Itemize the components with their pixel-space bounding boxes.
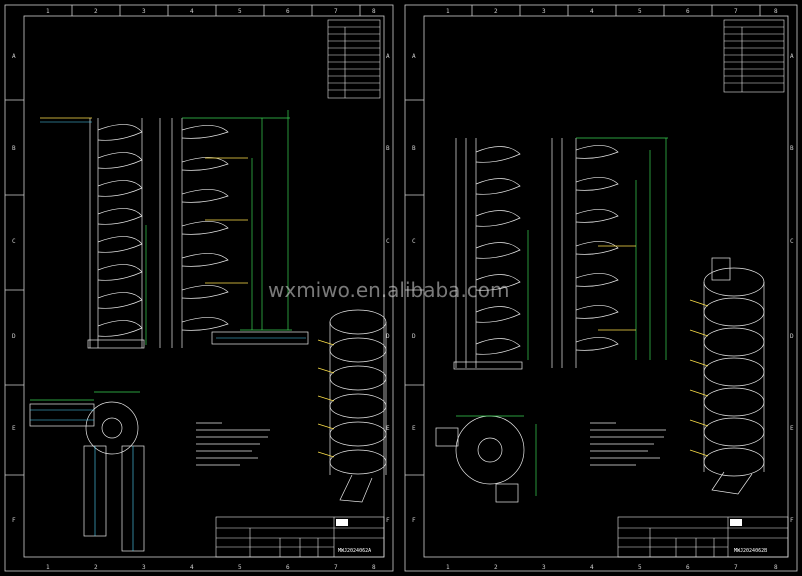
grid-col-label: 4: [590, 8, 594, 15]
grid-row-label: B: [412, 145, 416, 152]
grid-col-label: 3: [542, 8, 546, 15]
grid-row-label: F: [386, 517, 390, 524]
grid-col-label: 7: [334, 8, 338, 15]
grid-col-label: 1: [446, 564, 450, 571]
grid-row-label: D: [386, 333, 390, 340]
grid-row-label: A: [790, 53, 794, 60]
title-block-right: MWJ2024062B: [617, 516, 789, 558]
grid-col-label: 3: [142, 8, 146, 15]
revision-table: [723, 19, 785, 93]
grid-col-label: 8: [372, 564, 376, 571]
grid-col-label: 4: [590, 564, 594, 571]
grid-col-label: 3: [542, 564, 546, 571]
grid-row-label: B: [386, 145, 390, 152]
column-grid-labels: 1 2 3 4 5 6 7 8 1 2 3 4 5 6 7 8: [46, 5, 376, 571]
grid-col-label: 6: [286, 8, 290, 15]
grid-col-label: 8: [774, 564, 778, 571]
outer-border: [4, 4, 394, 572]
spiral-elevation-2: [159, 110, 309, 348]
grid-col-label: 5: [638, 8, 642, 15]
grid-row-label: C: [12, 238, 16, 245]
grid-row-label: E: [386, 425, 390, 432]
grid-col-label: 8: [372, 8, 376, 15]
grid-row-label: C: [412, 238, 416, 245]
grid-col-label: 7: [334, 564, 338, 571]
spiral-plan-view: [29, 391, 145, 552]
grid-col-label: 1: [46, 564, 50, 571]
grid-col-label: 5: [638, 564, 642, 571]
grid-col-label: 2: [494, 8, 498, 15]
grid-row-label: A: [12, 53, 16, 60]
revision-table: [327, 19, 381, 99]
sheet-left: 1 2 3 4 5 6 7 8 1 2 3 4 5 6 7 8 A B C D …: [4, 4, 394, 572]
grid-row-label: B: [12, 145, 16, 152]
grid-col-label: 2: [94, 8, 98, 15]
inner-border: [423, 15, 789, 558]
grid-row-label: F: [790, 517, 794, 524]
grid-row-label: B: [790, 145, 794, 152]
grid-row-label: E: [790, 425, 794, 432]
watermark-text: wxmiwo.en.alibaba.com: [268, 278, 510, 302]
title-block-left: MWJ2024062A: [215, 516, 385, 558]
drawing-number: MWJ2024062B: [734, 548, 767, 554]
grid-col-label: 1: [446, 8, 450, 15]
grid-row-label: D: [790, 333, 794, 340]
grid-col-label: 6: [686, 564, 690, 571]
grid-row-label: A: [386, 53, 390, 60]
grid-col-label: 1: [46, 8, 50, 15]
inner-border: [23, 15, 385, 558]
grid-row-label: F: [412, 517, 416, 524]
grid-row-label: C: [386, 238, 390, 245]
grid-col-label: 5: [238, 8, 242, 15]
spiral-isometric-view: [689, 257, 765, 495]
technical-notes-block: [590, 422, 666, 466]
spiral-plan-view: [435, 415, 537, 503]
grid-col-label: 4: [190, 8, 194, 15]
grid-row-label: E: [12, 425, 16, 432]
grid-col-label: 7: [734, 564, 738, 571]
row-grid-labels: A B C D E F A B C D E F: [5, 53, 390, 524]
spiral-elevation-1: [453, 138, 529, 370]
grid-col-label: 6: [286, 564, 290, 571]
column-grid-labels: 1 2 3 4 5 6 7 8 1 2 3 4 5 6 7 8: [446, 5, 778, 571]
grid-row-label: D: [412, 333, 416, 340]
spiral-isometric-view: [317, 309, 387, 503]
grid-row-label: E: [412, 425, 416, 432]
row-grid-labels: A B C D E F A B C D E F: [405, 53, 794, 524]
grid-col-label: 8: [774, 8, 778, 15]
grid-row-label: F: [12, 517, 16, 524]
grid-col-label: 2: [94, 564, 98, 571]
spiral-elevation-1: [40, 117, 147, 349]
spiral-elevation-2: [551, 137, 668, 368]
grid-col-label: 3: [142, 564, 146, 571]
outer-border: [404, 4, 798, 572]
grid-col-label: 5: [238, 564, 242, 571]
grid-row-label: C: [790, 238, 794, 245]
sheet-right: 1 2 3 4 5 6 7 8 1 2 3 4 5 6 7 8 A B C D …: [404, 4, 798, 572]
drawing-number: MWJ2024062A: [338, 548, 371, 554]
grid-col-label: 4: [190, 564, 194, 571]
technical-notes-block: [196, 422, 270, 466]
grid-col-label: 7: [734, 8, 738, 15]
grid-col-label: 2: [494, 564, 498, 571]
grid-row-label: A: [412, 53, 416, 60]
grid-row-label: D: [12, 333, 16, 340]
grid-col-label: 6: [686, 8, 690, 15]
